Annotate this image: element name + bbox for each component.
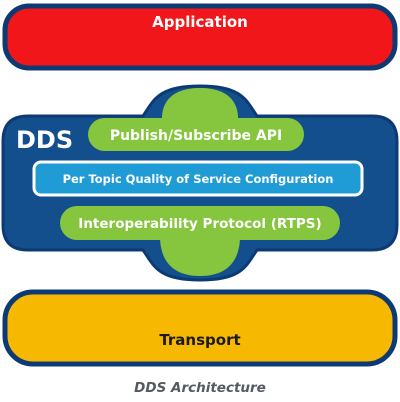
dds-label: DDS (16, 126, 73, 154)
dds-layer: DDS Publish/Subscribe API Per Topic Qual… (1, 84, 399, 282)
figure-caption: DDS Architecture (134, 380, 266, 396)
lower-connector (160, 236, 240, 276)
transport-label: Transport (159, 331, 240, 349)
application-label: Application (152, 13, 248, 31)
application-box (2, 3, 398, 71)
qos-label: Per Topic Quality of Service Configurati… (63, 172, 334, 186)
transport-box (2, 289, 398, 367)
rtps-box (60, 206, 340, 240)
dds-architecture-diagram: Application DDS Publish/Subscribe API Pe… (1, 3, 399, 367)
rtps-label: Interoperability Protocol (RTPS) (78, 216, 321, 232)
qos-box (32, 160, 364, 197)
pubsub-api-box (88, 118, 304, 151)
upper-connector (162, 88, 238, 118)
pubsub-api-label: Publish/Subscribe API (110, 128, 282, 144)
transport-layer: Transport (2, 289, 398, 367)
application-layer: Application (2, 3, 398, 71)
